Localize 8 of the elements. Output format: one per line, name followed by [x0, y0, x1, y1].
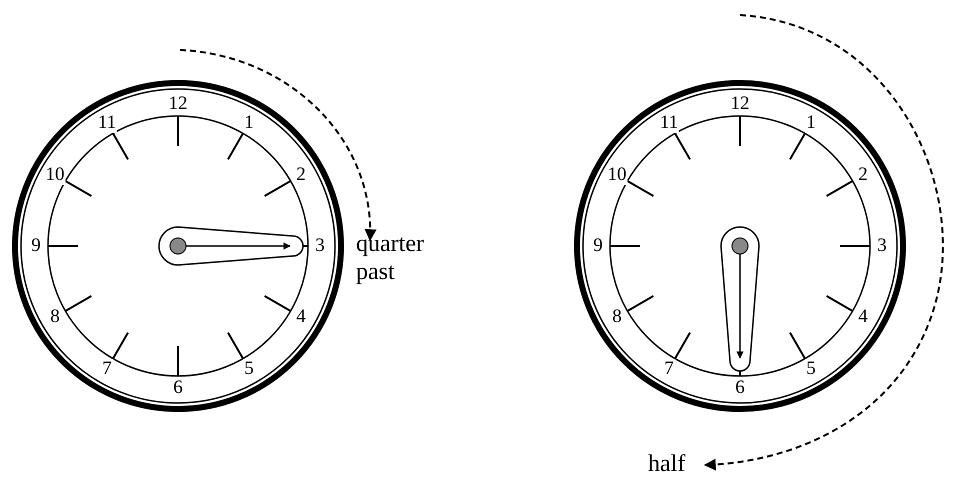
clock-number: 10	[44, 165, 66, 185]
clock-number: 1	[243, 113, 255, 134]
clock-number: 11	[96, 113, 118, 134]
time-caption: half	[648, 450, 686, 478]
clock-number: 11	[658, 113, 680, 134]
clock-number: 1	[805, 113, 817, 134]
time-caption: quarter past	[356, 230, 425, 286]
clock-number: 10	[606, 165, 628, 185]
